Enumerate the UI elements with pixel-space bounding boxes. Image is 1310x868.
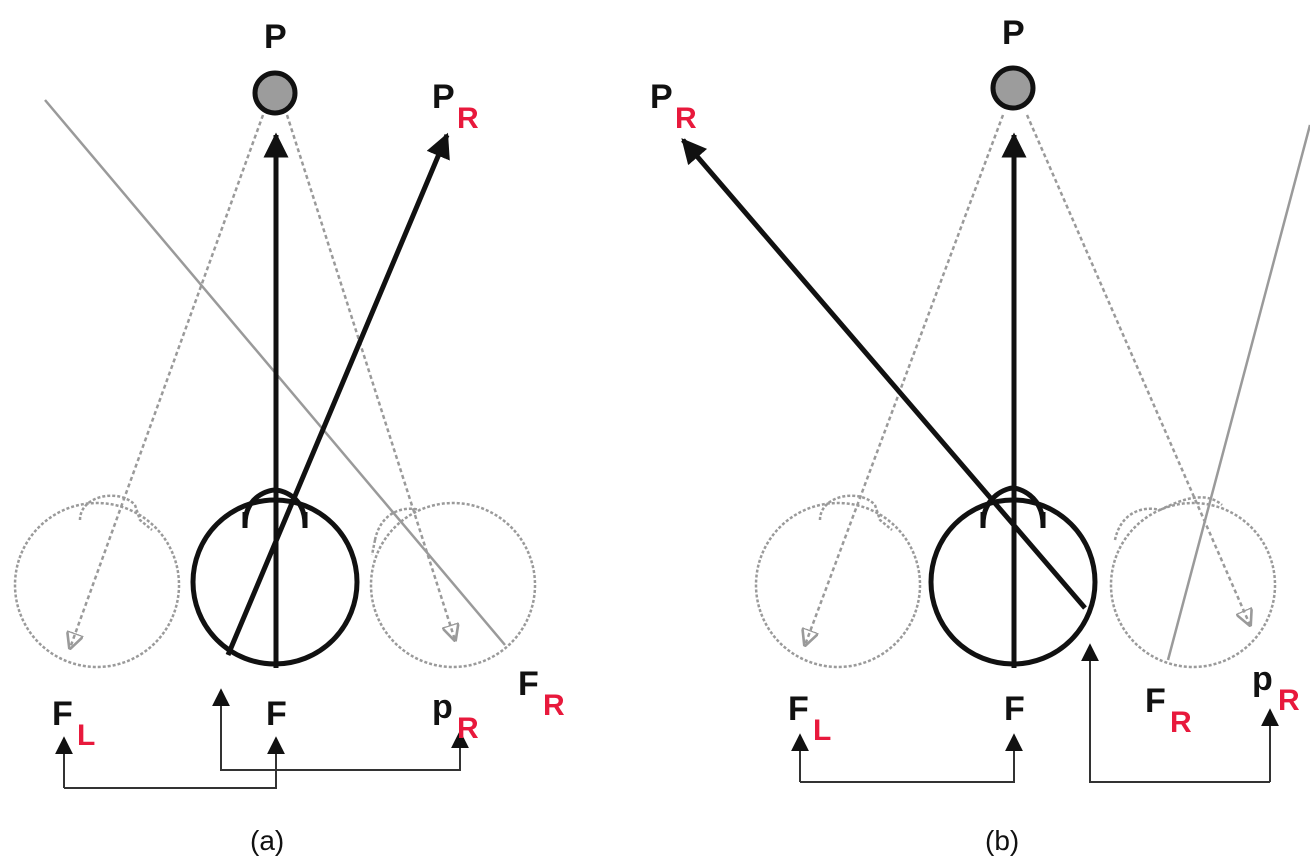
panel-b-label-f: F [1004,690,1025,728]
panel-b-point-p [993,68,1033,108]
panel-b-right-projection [1027,115,1250,625]
panel-b-gaze-line [1168,125,1310,660]
panel-a-right-projection [287,115,455,640]
panel-a-pr-arrow [228,135,447,655]
panel-a-left-ghost-eye [15,496,179,667]
panel-a-label-fr: F [518,665,539,703]
panel-a: P P R F L F p R F R (a) [15,18,565,856]
panel-a-label-pr-sub: R [457,102,479,135]
panel-b-label-fl-sub: L [813,714,831,747]
panel-a-bracket-inner [221,690,460,770]
panel-b-label-pr: P [650,78,673,116]
panel-a-label-pr: P [432,78,455,116]
panel-b-label-small-pr-sub: R [1278,684,1300,717]
panel-a-label-p: P [264,18,287,56]
panel-a-caption: (a) [250,825,284,856]
panel-b-label-small-pr: p [1252,660,1273,698]
panel-a-label-f: F [266,695,287,733]
panel-b-left-projection [805,115,1003,645]
panel-b-label-fl: F [788,690,809,728]
panel-b-label-fr: F [1145,682,1166,720]
panel-b-label-pr-sub: R [675,102,697,135]
panel-a-label-small-pr: p [432,688,453,726]
panel-b-bracket-left [800,735,1014,782]
panel-a-point-p [255,73,295,113]
panel-a-label-fr-sub: R [543,689,565,722]
panel-b: P P R F L F F R p R (b) [650,14,1310,856]
panel-a-label-fl: F [52,695,73,733]
panel-a-label-fl-sub: L [77,719,95,752]
panel-b-label-fr-sub: R [1170,706,1192,739]
panel-a-left-projection [70,115,263,648]
panel-b-caption: (b) [985,825,1019,856]
panel-b-right-ghost-eye [1111,497,1275,667]
panel-a-bracket-outer [64,738,276,788]
panel-a-label-small-pr-sub: R [457,712,479,745]
panel-b-left-ghost-eye [756,496,920,667]
panel-b-pr-arrow [683,140,1085,608]
panel-b-label-p: P [1002,14,1025,52]
